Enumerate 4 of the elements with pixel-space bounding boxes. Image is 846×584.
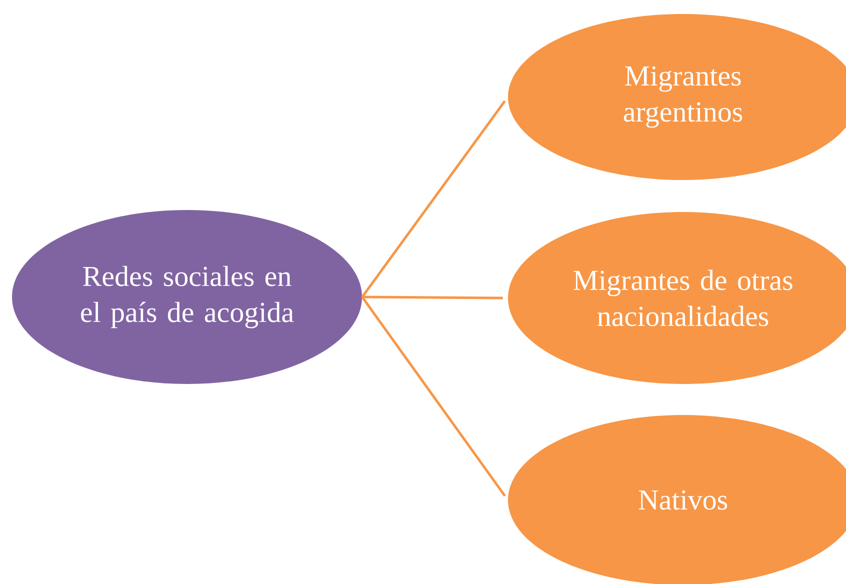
connector-line: [362, 296, 503, 300]
connector-line: [361, 100, 506, 298]
ellipse-node: Redes sociales en el país de acogida: [12, 210, 362, 384]
connector-line: [361, 296, 506, 497]
